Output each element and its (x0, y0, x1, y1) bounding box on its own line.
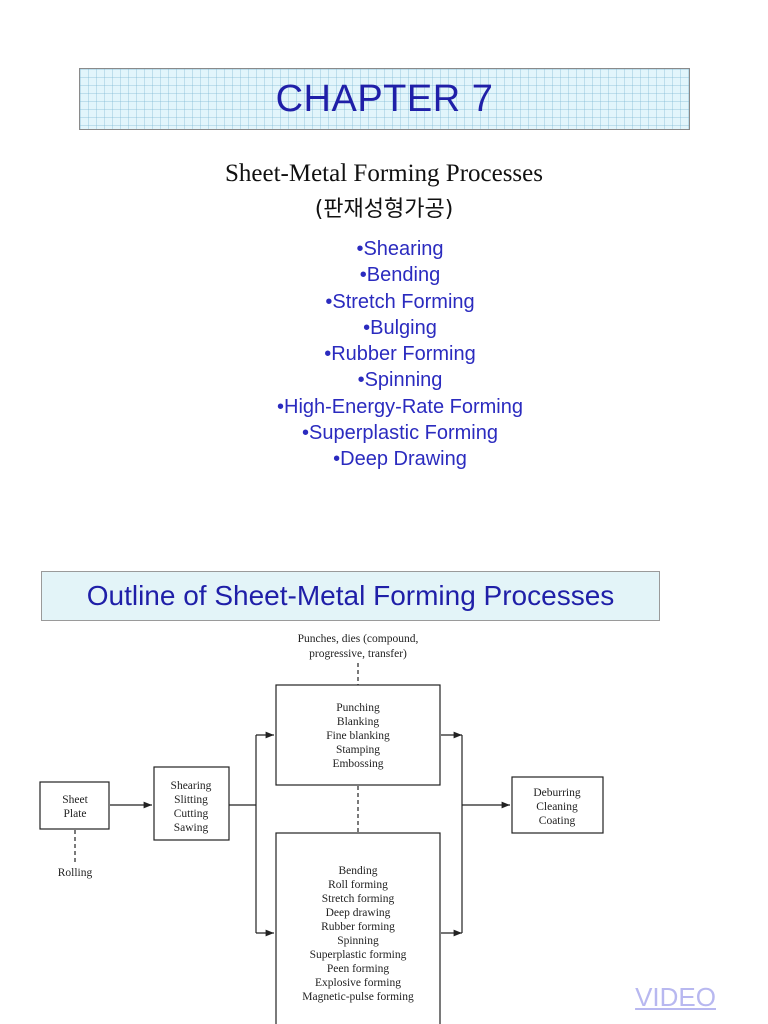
korean-subtitle: (판재성형가공) (314, 197, 454, 222)
topic-item: •Bending (359, 264, 441, 287)
finishing-item: Coating (539, 815, 576, 827)
tooling-note-line: Punches, dies (compound, (298, 633, 419, 645)
outline-title: Outline of Sheet-Metal Forming Processes (86, 580, 615, 611)
forming-item: Deep drawing (326, 907, 391, 919)
topic-item: •High-Energy-Rate Forming (277, 395, 523, 418)
forming-item: Explosive forming (315, 977, 401, 989)
forming-box (275, 832, 441, 1024)
topic-list: •Shearing •Bending •Stretch Forming •Bul… (0, 236, 768, 473)
forming-item: Peen forming (327, 963, 390, 975)
tooling-note-line: progressive, transfer) (309, 648, 407, 660)
section-subtitle: Sheet-Metal Forming Processes (224, 160, 543, 187)
forming-item: Superplastic forming (310, 949, 407, 961)
chapter-title: CHAPTER 7 (275, 77, 494, 120)
topic-item: •Stretch Forming (325, 290, 475, 313)
sheet-plate-label: Sheet (62, 794, 88, 806)
forming-item: Stretch forming (322, 893, 395, 905)
finishing-item: Deburring (533, 787, 581, 799)
topic-item: •Deep Drawing (333, 448, 467, 471)
cutting-item: Slitting (174, 794, 208, 806)
forming-item: Magnetic-pulse forming (302, 991, 414, 1003)
forming-item: Bending (339, 865, 378, 877)
punching-item: Fine blanking (326, 730, 390, 742)
topic-item: •Spinning (357, 369, 443, 392)
punching-item: Stamping (336, 744, 380, 756)
video-link[interactable]: VIDEO (635, 982, 716, 1012)
cutting-item: Sawing (174, 822, 209, 834)
cutting-item: Shearing (171, 780, 212, 792)
punching-item: Embossing (332, 758, 383, 770)
punching-box (275, 684, 441, 786)
sheet-plate-box (39, 781, 110, 830)
punching-item: Punching (336, 702, 380, 714)
topic-item: •Shearing (356, 238, 444, 260)
forming-item: Spinning (337, 935, 379, 947)
topic-item: •Rubber Forming (324, 343, 476, 366)
topic-item: •Superplastic Forming (302, 422, 498, 445)
cutting-box (153, 766, 230, 841)
forming-item: Rubber forming (321, 921, 395, 933)
finishing-box (511, 776, 604, 834)
forming-item: Roll forming (328, 879, 388, 891)
rolling-label: Rolling (58, 867, 93, 879)
cutting-item: Cutting (174, 808, 209, 820)
finishing-item: Cleaning (536, 801, 578, 813)
outline-title-box: Outline of Sheet-Metal Forming Processes (41, 571, 660, 621)
topic-item: •Bulging (363, 316, 437, 339)
chapter-title-box: CHAPTER 7 (79, 68, 690, 130)
punching-item: Blanking (337, 716, 379, 728)
sheet-plate-label: Plate (64, 808, 87, 820)
